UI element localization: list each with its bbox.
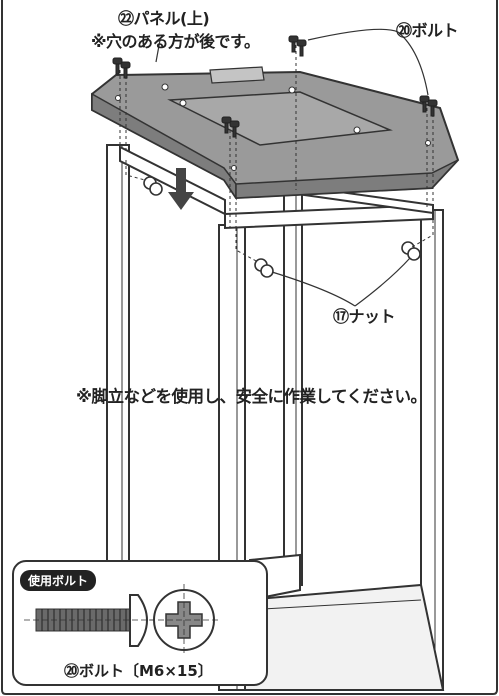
down-arrow-icon (168, 168, 194, 210)
bolt-label: ⑳ボルト (396, 21, 459, 40)
nut-icons (143, 176, 421, 278)
alignment-guides (119, 45, 434, 263)
bolt-spec-caption: ⑳ボルト〔M6×15〕 (64, 662, 213, 680)
panel-label: ㉒パネル(上) (118, 9, 210, 28)
used-bolt-badge: 使用ボルト (20, 570, 97, 591)
nut-label: ⑰ナット (333, 307, 396, 326)
bolt-detail-drawing (24, 584, 219, 656)
bolt-icons (112, 35, 438, 138)
safety-note: ※脚立などを使用し、安全に作業してください。 (76, 387, 427, 406)
leader-lines (155, 28, 429, 307)
top-panel (91, 66, 460, 201)
panel-note: ※穴のある方が後です。 (91, 32, 260, 51)
bolt-detail-inset: 使用ボルト ⑳ボルト〔M6×15〕 (12, 560, 268, 686)
